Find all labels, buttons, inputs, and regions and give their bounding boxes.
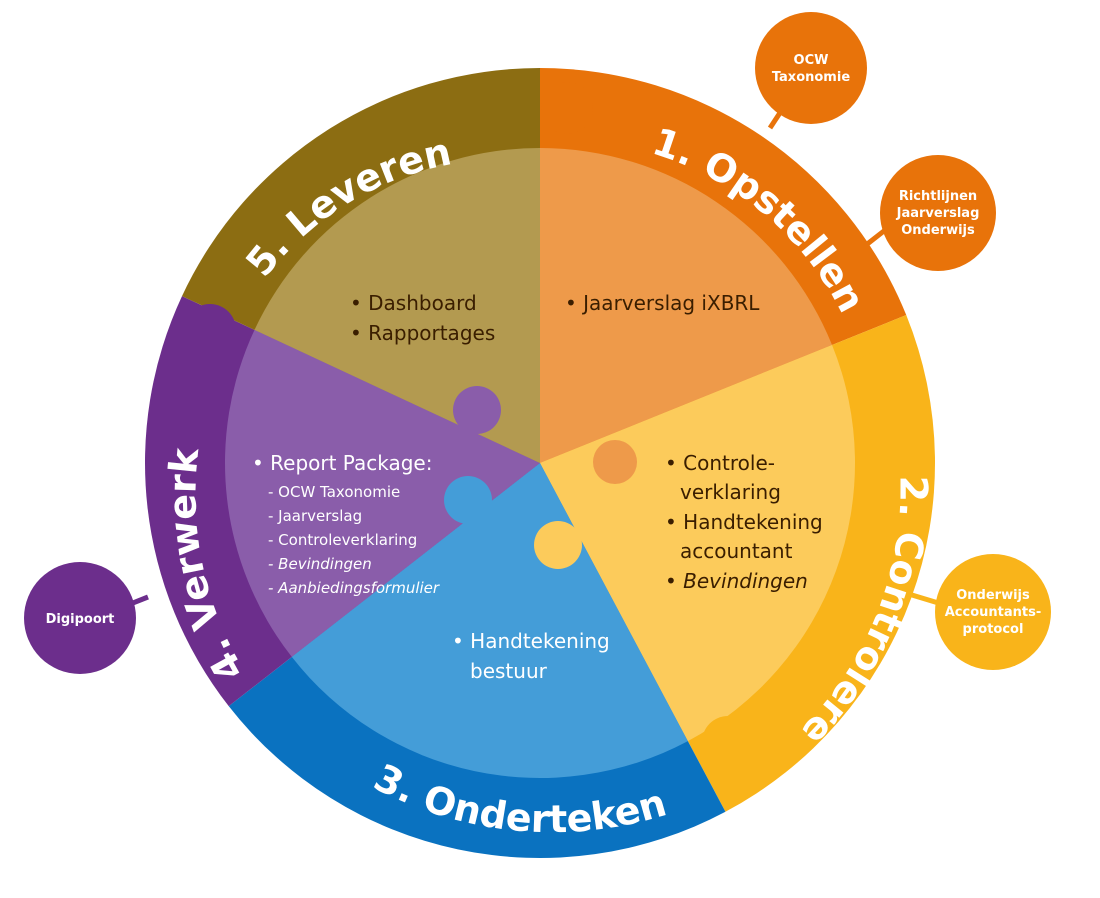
verwerken-sub-3: - Controleverklaring <box>268 531 417 549</box>
controleren-item-4: accountant <box>680 539 793 563</box>
leveren-item-rapportages: • Rapportages <box>350 321 495 345</box>
onderwijs-line-3: protocol <box>963 622 1024 637</box>
verwerken-items: • Report Package: - OCW Taxonomie - Jaar… <box>252 451 440 597</box>
puzzle-knob-verwerken <box>184 304 236 356</box>
controleren-item-2: verklaring <box>680 480 781 504</box>
puzzle-knob-center-orange <box>540 368 590 418</box>
puzzle-knob-controleren <box>852 352 904 404</box>
opstellen-item-jaarverslag: • Jaarverslag iXBRL <box>565 291 760 315</box>
puzzle-knob-center-blue <box>444 476 492 524</box>
verwerken-sub-5: - Aanbiedingsformulier <box>268 579 440 597</box>
onderwijs-line-1: Onderwijs <box>956 588 1030 603</box>
ocw-line-1: OCW <box>794 53 829 68</box>
external-digipoort: Digipoort <box>24 562 136 674</box>
puzzle-knob-center-purple <box>453 386 501 434</box>
controleren-item-1: • Controle- <box>665 451 775 475</box>
verwerken-heading: • Report Package: <box>252 451 432 475</box>
puzzle-knob-controleren-bottom <box>702 716 754 768</box>
richtlijnen-line-2: Jaarverslag <box>896 206 980 221</box>
puzzle-knob-center-orange-2 <box>593 440 637 484</box>
inner-segment-ondertekenen <box>291 463 688 778</box>
inner-segment-leveren <box>254 147 540 463</box>
leveren-items: • Dashboard • Rapportages <box>350 291 495 345</box>
inner-wheel <box>225 147 855 778</box>
controleren-items: • Controle- verklaring • Handtekening ac… <box>665 451 823 593</box>
controleren-item-3: • Handtekening <box>665 510 823 534</box>
puzzle-knob-center-yellow <box>534 521 582 569</box>
richtlijnen-line-1: Richtlijnen <box>899 189 977 204</box>
onderwijs-line-2: Accountants- <box>945 605 1042 620</box>
richtlijnen-line-3: Onderwijs <box>901 223 975 238</box>
puzzle-knob-ondertekenen <box>289 714 341 766</box>
verwerken-sub-2: - Jaarverslag <box>268 507 362 525</box>
digipoort-label: Digipoort <box>46 612 115 627</box>
inner-segment-opstellen <box>540 148 833 463</box>
puzzle-knob-opstellen <box>541 82 593 134</box>
ondertekenen-item-1: • Handtekening <box>452 629 610 653</box>
leveren-item-dashboard: • Dashboard <box>350 291 477 315</box>
ondertekenen-item-2: bestuur <box>470 659 548 683</box>
external-richtlijnen: Richtlijnen Jaarverslag Onderwijs <box>880 155 996 271</box>
external-onderwijs: Onderwijs Accountants- protocol <box>935 554 1051 670</box>
inner-segment-verwerken <box>225 329 541 657</box>
puzzle-knobs <box>184 82 904 768</box>
ondertekenen-items: • Handtekening bestuur <box>452 629 610 683</box>
verwerken-sub-4: - Bevindingen <box>268 555 372 573</box>
ocw-line-2: Taxonomie <box>772 70 850 85</box>
controleren-item-5: • Bevindingen <box>665 569 808 593</box>
verwerken-sub-1: - OCW Taxonomie <box>268 483 400 501</box>
external-ocw: OCW Taxonomie <box>755 12 867 124</box>
